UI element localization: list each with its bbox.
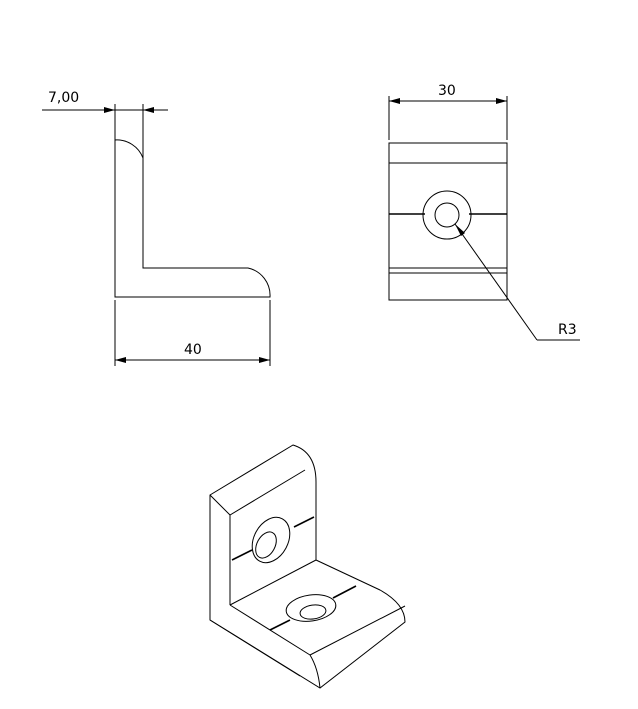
- width-dimension: 30: [438, 83, 456, 99]
- top-view: 30 R3: [388, 83, 580, 341]
- hole-radius-label: R3: [558, 322, 577, 338]
- isometric-view: [209, 444, 406, 689]
- thickness-dimension: 7,00: [48, 90, 79, 106]
- side-view: 7,00 40: [42, 90, 271, 366]
- length-dimension: 40: [184, 342, 202, 358]
